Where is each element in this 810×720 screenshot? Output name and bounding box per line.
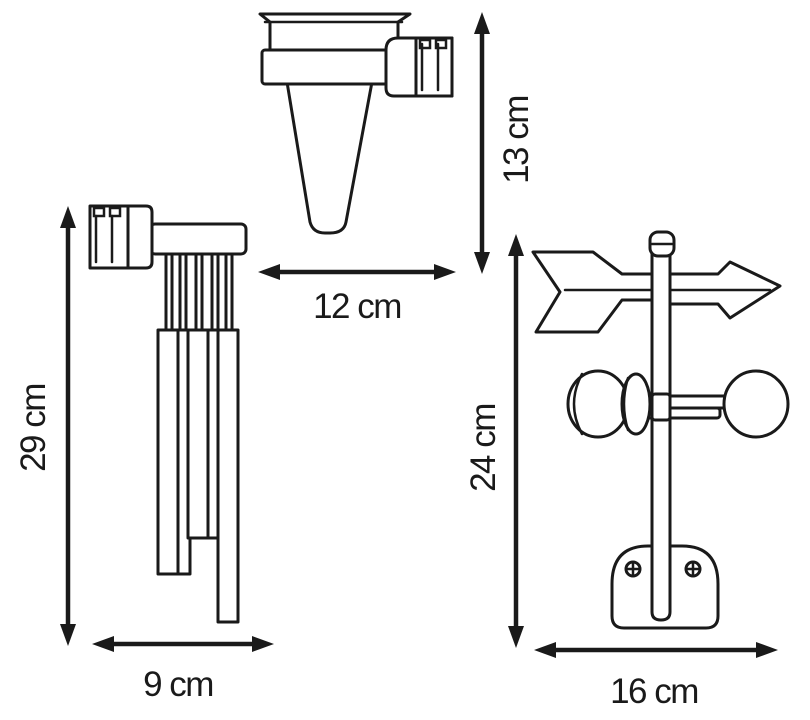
rain-gauge-width-label: 12 cm <box>313 287 401 326</box>
rain-gauge-width-dimension: 12 cm <box>258 264 456 326</box>
weather-vane-width-dimension: 16 cm <box>534 642 778 711</box>
wind-chime-height-label: 29 cm <box>14 384 53 472</box>
wind-chime-illustration <box>88 204 248 624</box>
weather-vane-height-dimension: 24 cm <box>464 234 524 648</box>
rain-gauge-illustration <box>258 12 454 235</box>
weather-vane-width-label: 16 cm <box>610 672 698 711</box>
wind-chime-height-dimension: 29 cm <box>14 206 76 646</box>
weather-vane-height-label: 24 cm <box>464 404 503 492</box>
wind-chime-width-dimension: 9 cm <box>92 636 274 704</box>
wind-chime-width-label: 9 cm <box>143 665 213 704</box>
rain-gauge-height-label: 13 cm <box>497 96 536 184</box>
weather-vane-illustration <box>531 230 790 630</box>
rain-gauge-height-dimension: 13 cm <box>474 12 536 274</box>
